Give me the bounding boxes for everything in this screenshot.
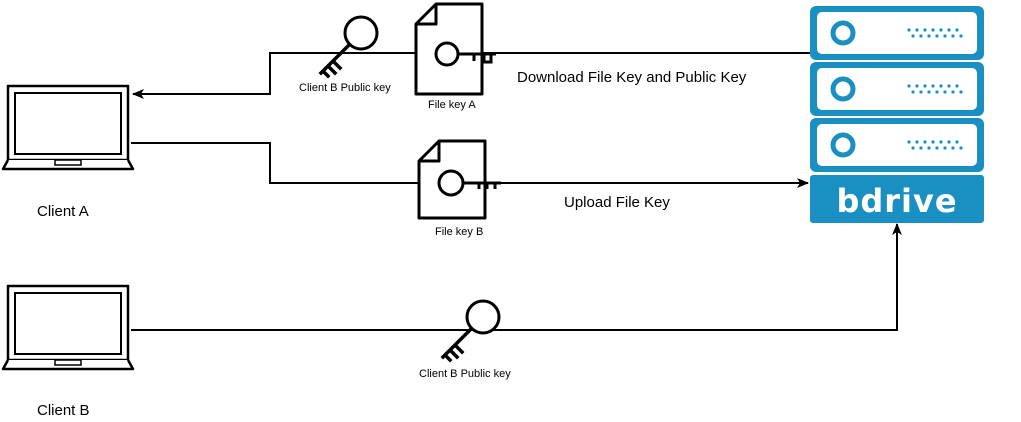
connector-upload: [131, 142, 809, 188]
led-dot: [931, 140, 935, 144]
led-dot: [959, 90, 963, 94]
led-dot: [919, 34, 923, 38]
led-dot: [947, 84, 951, 88]
led-dot: [931, 84, 935, 88]
led-dot: [919, 146, 923, 150]
client-b-laptop-icon: [1, 284, 135, 371]
file-key-a-label: File key A: [428, 99, 476, 111]
led-dot: [911, 34, 915, 38]
led-dot: [939, 28, 943, 32]
upload-label: Upload File Key: [564, 194, 670, 211]
led-dot: [951, 34, 955, 38]
file-key-b-icon: [417, 139, 501, 220]
led-dot: [959, 34, 963, 38]
key-top-label: Client B Public key: [299, 82, 391, 94]
key-icon-top: [318, 15, 379, 79]
led-dot: [907, 28, 911, 32]
led-dot: [947, 140, 951, 144]
led-dot: [943, 146, 947, 150]
client-a-label: Client A: [37, 203, 89, 220]
server-unit-1-leds: [907, 28, 963, 38]
led-dot: [935, 34, 939, 38]
server-unit-3-leds: [907, 140, 963, 150]
led-dot: [919, 90, 923, 94]
led-dot: [947, 28, 951, 32]
server-unit-2-leds: [907, 84, 963, 94]
led-dot: [955, 84, 959, 88]
led-dot: [923, 28, 927, 32]
led-dot: [959, 146, 963, 150]
key-icon-bottom: [440, 299, 501, 363]
led-dot: [935, 90, 939, 94]
led-dot: [939, 140, 943, 144]
led-dot: [943, 90, 947, 94]
led-dot: [915, 28, 919, 32]
led-dot: [935, 146, 939, 150]
server-rack-icon: [810, 6, 984, 223]
key-bottom-label: Client B Public key: [419, 368, 511, 380]
led-dot: [915, 140, 919, 144]
led-dot: [939, 84, 943, 88]
led-dot: [951, 146, 955, 150]
led-dot: [923, 140, 927, 144]
led-dot: [955, 28, 959, 32]
led-dot: [943, 34, 947, 38]
led-dot: [951, 90, 955, 94]
led-dot: [907, 140, 911, 144]
led-dot: [927, 90, 931, 94]
led-dot: [931, 28, 935, 32]
client-a-laptop-icon: [1, 84, 135, 171]
connector-download: [132, 52, 810, 99]
file-key-a-icon: [414, 2, 496, 96]
led-dot: [915, 84, 919, 88]
led-dot: [923, 84, 927, 88]
led-dot: [955, 140, 959, 144]
server-brand-text: bdrive: [836, 182, 957, 220]
led-dot: [911, 90, 915, 94]
led-dot: [907, 84, 911, 88]
download-label: Download File Key and Public Key: [517, 69, 747, 86]
led-dot: [927, 34, 931, 38]
connector-client-b: [131, 223, 902, 331]
file-key-b-label: File key B: [435, 226, 484, 238]
client-b-label: Client B: [37, 402, 90, 419]
led-dot: [927, 146, 931, 150]
led-dot: [911, 146, 915, 150]
